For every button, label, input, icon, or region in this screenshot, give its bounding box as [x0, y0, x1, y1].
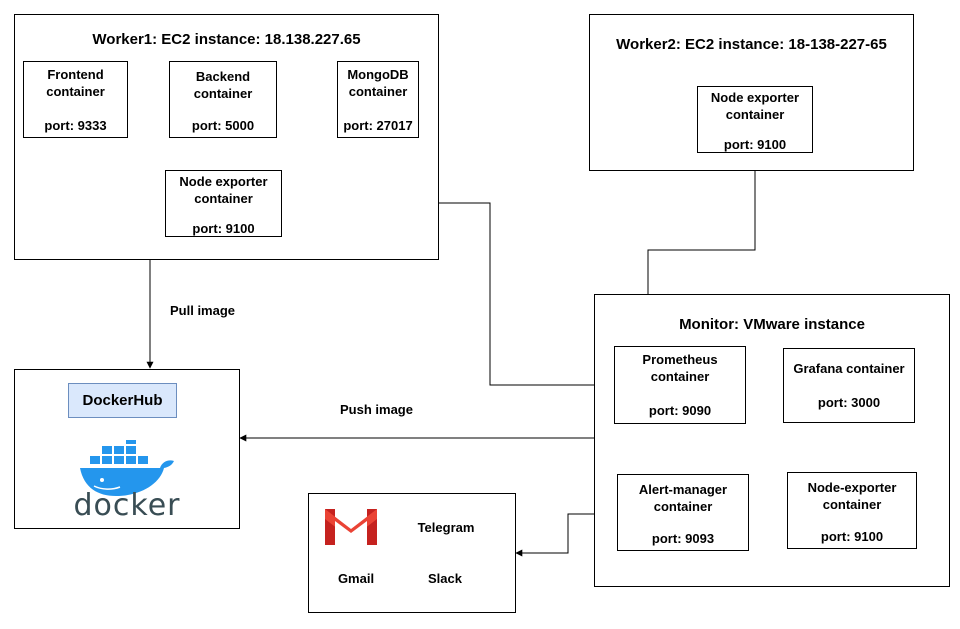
docker-whale-body: [80, 460, 174, 496]
telegram-label: Telegram: [417, 520, 475, 535]
monitor-title: Monitor: VMware instance: [679, 316, 865, 333]
alertmanager-container-port: port: 9093: [651, 531, 715, 546]
prometheus-container-port: port: 9090: [648, 403, 712, 418]
worker2-title: Worker2: EC2 instance: 18-138-227-65: [616, 36, 887, 53]
gmail-icon: [325, 509, 377, 545]
alertmanager-container-name: Alert-manager container: [638, 482, 728, 514]
docker-containers-icon: [90, 440, 148, 464]
gmail-label: Gmail: [337, 571, 375, 586]
backend-container-name: Backend container: [193, 69, 253, 101]
alertmanager-container[interactable]: Alert-manager container port: 9093: [617, 474, 749, 551]
mongodb-container[interactable]: MongoDB container port: 27017: [337, 61, 419, 138]
worker2-node-exporter-port: port: 9100: [723, 137, 787, 152]
edge-alertmanager-to-notifications: [515, 513, 617, 557]
pull-image-label: Pull image: [170, 303, 236, 318]
monitor-node-exporter-container[interactable]: Node-exporter container port: 9100: [787, 472, 917, 549]
grafana-container-name: Grafana container: [793, 361, 905, 376]
monitor-node-exporter-port: port: 9100: [820, 529, 884, 544]
push-image-label: Push image: [340, 402, 413, 417]
dockerhub-badge: DockerHub: [68, 383, 177, 418]
grafana-container[interactable]: Grafana container port: 3000: [783, 348, 915, 423]
worker2-node-exporter-name: Node exporter container: [710, 90, 800, 122]
notifications-panel: [308, 493, 516, 613]
worker1-node-exporter-container[interactable]: Node exporter container port: 9100: [165, 170, 282, 237]
docker-logo-text: docker: [73, 488, 181, 523]
worker1-title: Worker1: EC2 instance: 18.138.227.65: [92, 31, 361, 48]
mongodb-container-name: MongoDB container: [347, 67, 409, 99]
backend-container-port: port: 5000: [191, 118, 255, 133]
grafana-container-port: port: 3000: [817, 395, 881, 410]
docker-whale-icon: [80, 440, 174, 496]
worker1-node-exporter-name: Node exporter container: [179, 174, 268, 206]
frontend-container-port: port: 9333: [44, 118, 107, 133]
prometheus-container[interactable]: Prometheus container port: 9090: [614, 346, 746, 424]
frontend-container-name: Frontend container: [46, 67, 105, 99]
backend-container[interactable]: Backend container port: 5000: [169, 61, 277, 138]
frontend-container[interactable]: Frontend container port: 9333: [23, 61, 128, 138]
worker2-node-exporter-container[interactable]: Node exporter container port: 9100: [697, 86, 813, 153]
worker1-node-exporter-port: port: 9100: [192, 221, 255, 236]
monitor-node-exporter-name: Node-exporter container: [807, 480, 897, 512]
mongodb-container-port: port: 27017: [343, 118, 413, 133]
slack-label: Slack: [428, 571, 462, 586]
prometheus-container-name: Prometheus container: [642, 352, 718, 384]
